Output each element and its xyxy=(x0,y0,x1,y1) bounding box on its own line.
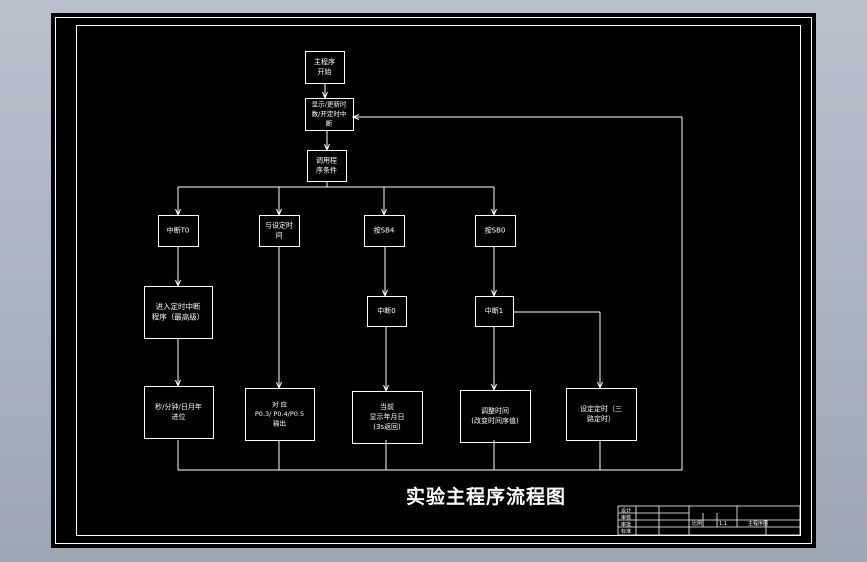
node-label-line: P0.3/ P0.4/P0.5 xyxy=(255,410,304,418)
node-box xyxy=(566,388,637,441)
node-key-sb0: 按SB0 xyxy=(475,215,516,247)
inner-border xyxy=(76,25,801,536)
node-label-line: 进入定时中断 xyxy=(156,301,201,311)
node-box xyxy=(158,215,199,247)
node-int0: 中断0 xyxy=(367,296,407,327)
node-label-line: (3s返回) xyxy=(373,423,401,431)
node-adjust-time: 调整时间(改变时间序值) xyxy=(460,390,531,443)
node-label-line: 显示年月日 xyxy=(370,412,405,421)
title-block-row-3: 审批 xyxy=(621,521,631,528)
node-box xyxy=(475,215,516,247)
node-label-line: 按SB0 xyxy=(485,226,506,235)
node-label-line: 调用程 xyxy=(316,156,337,165)
node-box xyxy=(307,150,347,182)
node-box xyxy=(245,388,315,441)
node-label-line: 断 xyxy=(326,118,333,127)
node-label-line: 开始 xyxy=(318,67,332,76)
title-block-scale-label: 比例 xyxy=(692,520,702,527)
title-block-drawing-name: 主程序图 xyxy=(748,520,768,527)
node-int1: 中断1 xyxy=(475,296,514,327)
node-box xyxy=(475,296,514,327)
node-label-line: 对 应 xyxy=(272,399,288,408)
node-label-line: 中断0 xyxy=(377,306,395,315)
node-output: 对 应 P0.3/ P0.4/P0.5输出 xyxy=(245,388,315,441)
node-label-line: 数/开定时中 xyxy=(312,109,347,118)
node-label-line: 显示/更新时 xyxy=(312,99,347,108)
node-key-sb4: 按SB4 xyxy=(364,215,405,247)
node-label-line: 进位 xyxy=(172,412,186,421)
node-label-line: 当前 xyxy=(380,402,394,411)
node-label-line: 输出 xyxy=(273,418,286,427)
node-label-line: 与设定时 xyxy=(265,221,293,230)
node-label-line: (改变时间序值) xyxy=(471,416,519,425)
node-label-line: 设定定时（三 xyxy=(580,404,622,413)
node-label-line: 中断T0 xyxy=(167,226,190,235)
outer-border xyxy=(55,17,812,544)
node-box xyxy=(259,215,300,247)
drawing-title: 实验主程序流程图 xyxy=(406,485,566,508)
node-label-line: 中断1 xyxy=(485,306,503,315)
node-label-line: 按SB4 xyxy=(374,226,395,235)
node-box xyxy=(144,386,214,439)
node-label-line: 间 xyxy=(276,232,283,240)
title-block-scale-value: 1:1 xyxy=(719,521,727,527)
node-label-line: 序条件 xyxy=(316,166,337,175)
node-label-line: 路定时） xyxy=(587,414,615,423)
edges xyxy=(175,83,683,471)
node-box xyxy=(144,286,213,339)
node-box xyxy=(367,296,407,327)
node-label-line: 调整时间 xyxy=(481,406,509,415)
title-block-row-1: 设计 xyxy=(621,507,631,514)
title-block-row-4: 标准 xyxy=(621,528,631,535)
node-box xyxy=(364,215,405,247)
node-box xyxy=(305,98,354,131)
node-box xyxy=(460,390,531,443)
node-label-line: 程序（最高级） xyxy=(152,312,205,322)
node-label-line: 主程序 xyxy=(314,57,335,66)
title-block: 设计 审核 审批 标准 比例 1:1 主程序图 xyxy=(617,505,801,536)
node-box xyxy=(352,391,423,444)
node-label-line: 秒/分钟/日月年 xyxy=(155,402,202,411)
node-box xyxy=(305,51,345,84)
title-block-row-2: 审核 xyxy=(621,514,631,521)
node-int-t0: 中断T0 xyxy=(158,215,199,247)
